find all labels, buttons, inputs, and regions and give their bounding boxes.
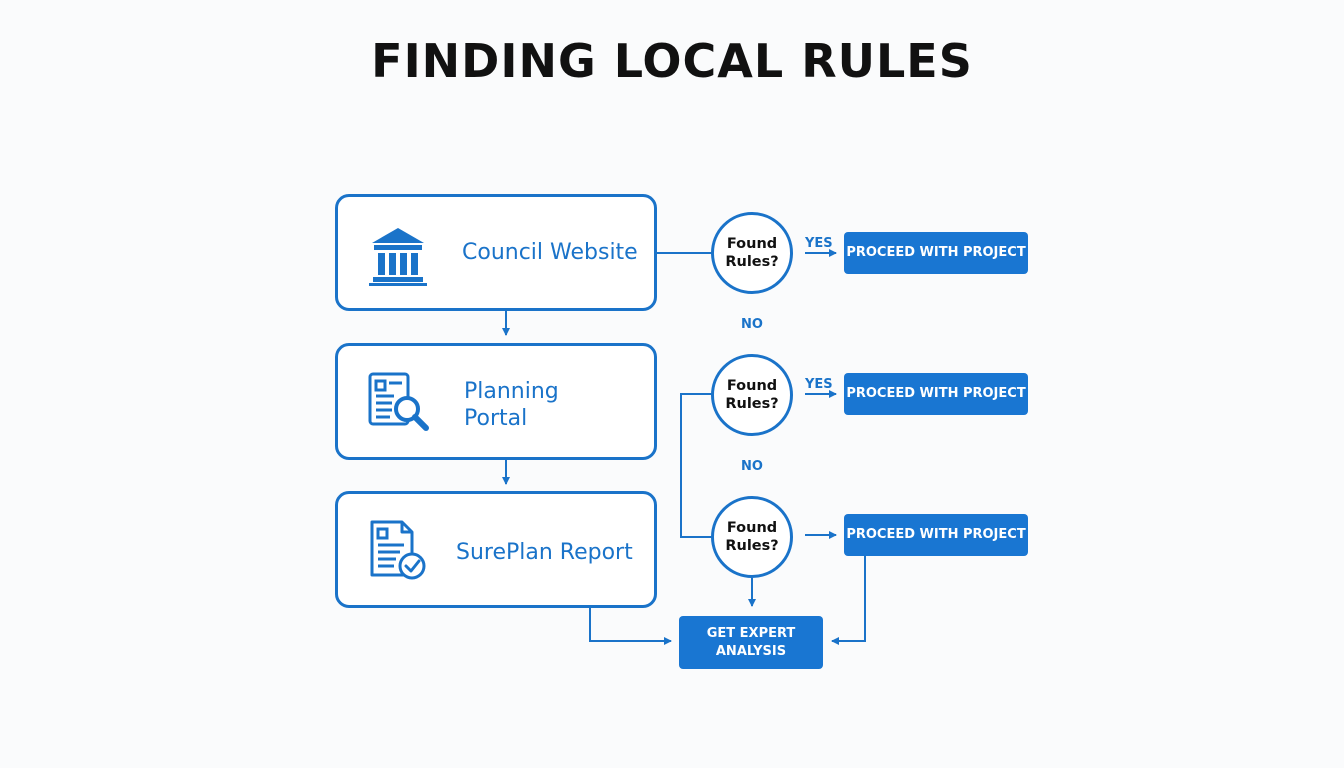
no-label-1: NO [741,317,763,332]
government-building-icon [366,224,430,288]
connector-decision-2-to-decision-3 [680,393,712,538]
arrow-sureplan-to-expert [589,607,672,645]
proceed-with-project-button-2[interactable]: PROCEED WITH PROJECT [844,373,1028,415]
source-label-planning-portal-line-1: Planning [464,379,559,404]
expert-label-line-2: ANALYSIS [715,643,787,659]
source-box-sureplan-report: SurePlan Report [335,491,657,608]
decision-3-line-1: Found [726,520,778,536]
decision-1-line-1: Found [726,236,778,252]
decision-3-line-2: Rules? [725,538,779,554]
proceed-with-project-button-1[interactable]: PROCEED WITH PROJECT [844,232,1028,274]
document-search-icon [366,371,430,435]
document-check-icon [366,519,430,583]
decision-1-line-2: Rules? [725,254,779,270]
decision-found-rules-3: Found Rules? [711,496,793,578]
decision-2-line-1: Found [726,378,778,394]
decision-found-rules-2: Found Rules? [711,354,793,436]
proceed-with-project-button-3[interactable]: PROCEED WITH PROJECT [844,514,1028,556]
expert-label-line-1: GET EXPERT [706,625,796,641]
page-title: FINDING LOCAL RULES [371,34,973,88]
source-label-sureplan-report: SurePlan Report [456,540,633,565]
yes-label-1: YES [805,236,833,251]
source-label-planning-portal-line-2: Portal [464,406,528,431]
source-box-council-website: Council Website [335,194,657,311]
source-box-planning-portal: Planning Portal [335,343,657,460]
decision-found-rules-1: Found Rules? [711,212,793,294]
get-expert-analysis-button[interactable]: GET EXPERT ANALYSIS [679,616,823,669]
source-label-council-website: Council Website [462,240,638,265]
no-label-2: NO [741,459,763,474]
yes-label-2: YES [805,377,833,392]
decision-2-line-2: Rules? [725,396,779,412]
arrow-outcome-3-to-expert [831,556,866,645]
